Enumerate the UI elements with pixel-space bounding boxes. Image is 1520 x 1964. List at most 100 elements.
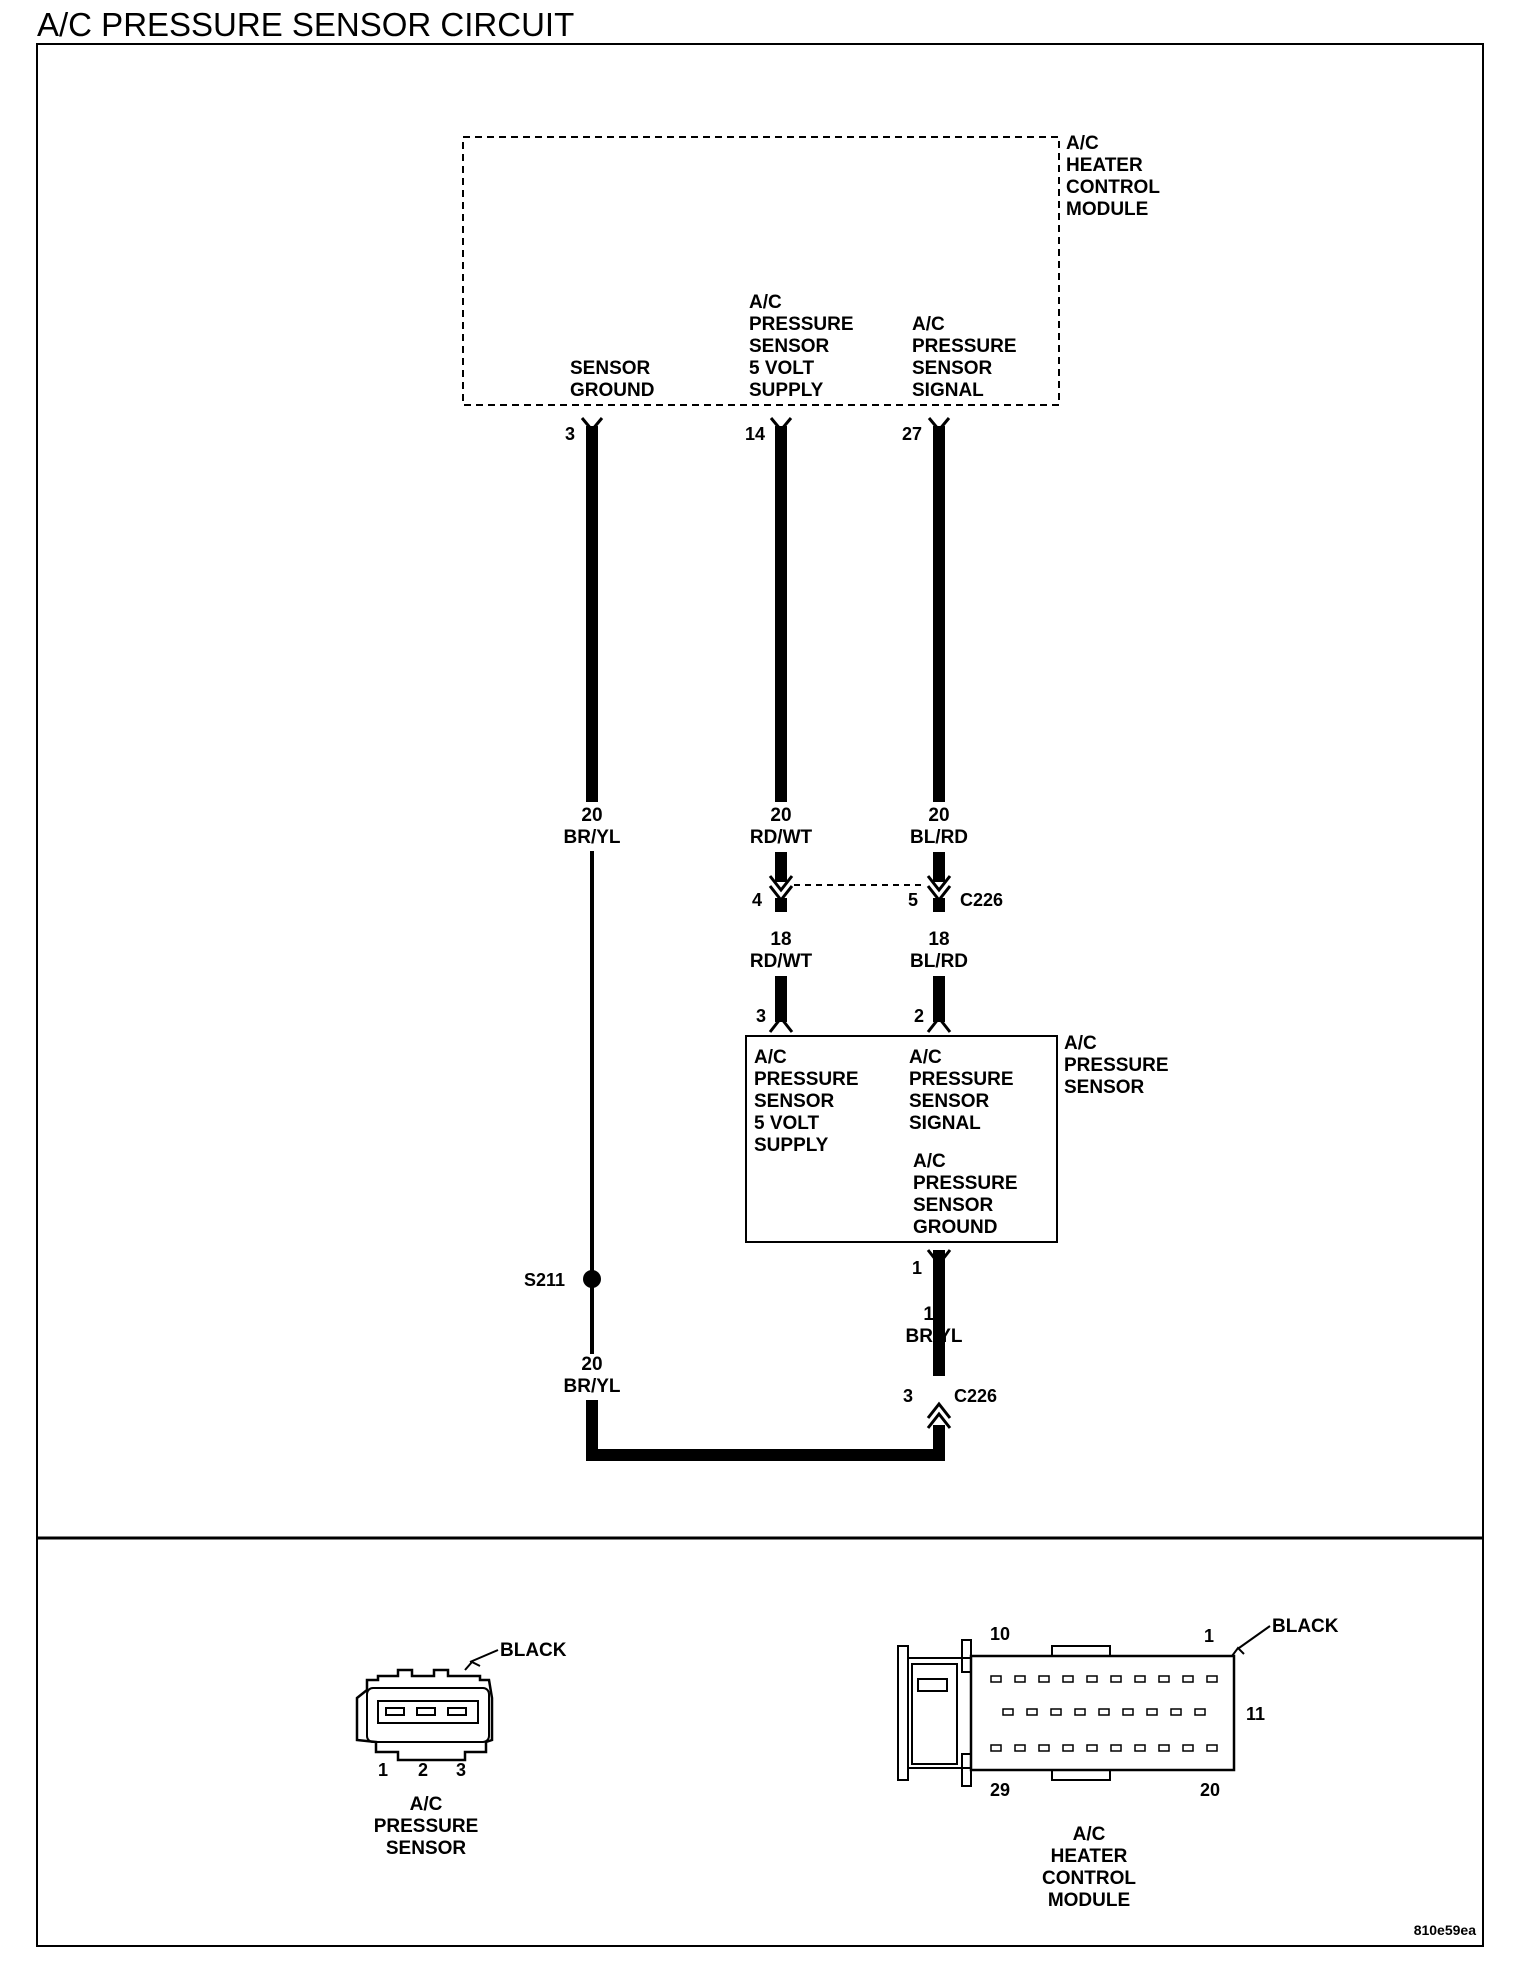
sensor-pin-slot (447, 1707, 467, 1716)
pin-label-line: A/C (749, 292, 782, 313)
module-pin-slot (1194, 1708, 1206, 1716)
label-line: HEATER (1051, 1846, 1128, 1867)
sensor-pin-1: 1 (912, 1258, 922, 1278)
module-pin-slot (1122, 1708, 1134, 1716)
label-line: A/C (1064, 1033, 1097, 1054)
color-callout-line (1238, 1625, 1271, 1649)
sensor-ground-wire-color: BR/YL (906, 1326, 963, 1347)
module-connector-latch (911, 1663, 958, 1765)
module-pin-slot (1026, 1708, 1038, 1716)
label-line: A/C (913, 1151, 946, 1172)
label-line: PRESSURE (374, 1816, 479, 1837)
pin-label-line: PRESSURE (749, 314, 854, 335)
module-connector-pointer (1231, 1646, 1245, 1657)
module-pin-slot (1050, 1708, 1062, 1716)
sensor-connector-body (355, 1668, 494, 1762)
label-line: SENSOR (1064, 1077, 1145, 1098)
pin-label-line: SUPPLY (749, 380, 824, 401)
module-pin-3: 3 (565, 424, 575, 444)
c226-label-lower: C226 (954, 1386, 997, 1406)
terminal-chevron (926, 1249, 952, 1267)
module-pin-slot (1182, 1744, 1194, 1752)
sensor-connector-view: BLACK 1 2 3 A/C PRESSURE SENSOR (355, 1640, 567, 1859)
module-view-pin-20: 20 (1200, 1780, 1220, 1800)
module-pin-slot (1038, 1675, 1050, 1683)
pin-label-line: 5 VOLT (749, 358, 814, 379)
supply-wire-color: RD/WT (750, 827, 813, 848)
label-line: PRESSURE (1064, 1055, 1169, 1076)
label-line: A/C (1073, 1824, 1106, 1845)
module-pin-slot (1206, 1675, 1218, 1683)
module-pin-slot (1134, 1675, 1146, 1683)
pressure-sensor-box (745, 1035, 1058, 1243)
splice-s211 (583, 1270, 601, 1288)
label-line: SENSOR (909, 1091, 990, 1112)
module-pin-slot (1014, 1675, 1026, 1683)
sensor-connector-cavity (377, 1700, 479, 1724)
module-pin-slot (1158, 1744, 1170, 1752)
c226-connector-upper (768, 875, 952, 903)
module-connector-rail (961, 1753, 972, 1787)
sensor-pin-3: 3 (756, 1006, 766, 1026)
splice-label: S211 (524, 1270, 565, 1290)
sensor-pin-slot (416, 1707, 436, 1716)
label-line: GROUND (913, 1217, 997, 1238)
module-connector-color: BLACK (1272, 1616, 1339, 1637)
page-title: A/C PRESSURE SENSOR CIRCUIT (37, 6, 574, 43)
module-pin-slot (1098, 1708, 1110, 1716)
module-connector-key (1051, 1769, 1111, 1781)
label-line: CONTROL (1042, 1868, 1136, 1889)
label-line: PRESSURE (909, 1069, 1014, 1090)
module-pin-slot (1134, 1744, 1146, 1752)
figure-id: 810e59ea (1414, 1922, 1477, 1938)
module-pin-slot (1146, 1708, 1158, 1716)
c226-female-chevron (926, 875, 952, 893)
label-line: A/C (754, 1047, 787, 1068)
sensor-connector-pointer (464, 1660, 481, 1671)
c226-chevron (926, 1401, 952, 1419)
module-name-line: A/C (1066, 133, 1099, 154)
sensor-ground-terminal (926, 1249, 952, 1267)
label-line: SIGNAL (909, 1113, 981, 1134)
module-terminals (580, 417, 951, 433)
diagram-frame (36, 43, 1484, 1947)
module-view-pin-1: 1 (1204, 1626, 1214, 1646)
module-pin-slot (1206, 1744, 1218, 1752)
pin-label-line: PRESSURE (912, 336, 1017, 357)
label-line: MODULE (1048, 1890, 1130, 1911)
module-pin-row-middle (1002, 1708, 1206, 1716)
module-pin-slot (1062, 1744, 1074, 1752)
sensor-ground-wire-gauge: 18 (923, 1304, 944, 1325)
c226-label-upper: C226 (960, 890, 1003, 910)
module-view-pin-29: 29 (990, 1780, 1010, 1800)
ground-wire-lower-gauge: 20 (581, 1354, 602, 1375)
label-line: A/C (909, 1047, 942, 1068)
label-line: SENSOR (386, 1838, 467, 1859)
module-connector-view: BLACK 10 1 11 29 20 A/C HEATER CONTROL M… (897, 1616, 1339, 1911)
module-pin-14: 14 (745, 424, 765, 444)
c226-connector-lower (926, 1401, 952, 1429)
module-pin-slot (1086, 1675, 1098, 1683)
supply-wire-lower-color: RD/WT (750, 951, 813, 972)
module-pin-slot (1110, 1744, 1122, 1752)
module-name: A/C HEATER CONTROL MODULE (1066, 133, 1160, 220)
supply-wire-lower-gauge: 18 (770, 929, 791, 950)
ground-wire-color: BR/YL (564, 827, 621, 848)
ground-wire-lower-color: BR/YL (564, 1376, 621, 1397)
label-line: SENSOR (754, 1091, 835, 1112)
label-line: SUPPLY (754, 1135, 829, 1156)
pin-label-line: SENSOR (570, 358, 651, 379)
terminal-chevron (926, 1015, 952, 1033)
module-name-line: MODULE (1066, 199, 1148, 220)
color-callout-line (469, 1649, 499, 1663)
sensor-pin-slot (385, 1707, 405, 1716)
sensor-ground-label: A/C PRESSURE SENSOR GROUND (913, 1151, 1018, 1238)
module-name-line: HEATER (1066, 155, 1143, 176)
module-pin-slot (1002, 1708, 1014, 1716)
label-line: A/C (410, 1794, 443, 1815)
module-pin-slot (990, 1675, 1002, 1683)
module-view-pin-10: 10 (990, 1624, 1010, 1644)
module-pin-row-bottom (990, 1744, 1218, 1752)
sensor-terminals (768, 1015, 952, 1033)
